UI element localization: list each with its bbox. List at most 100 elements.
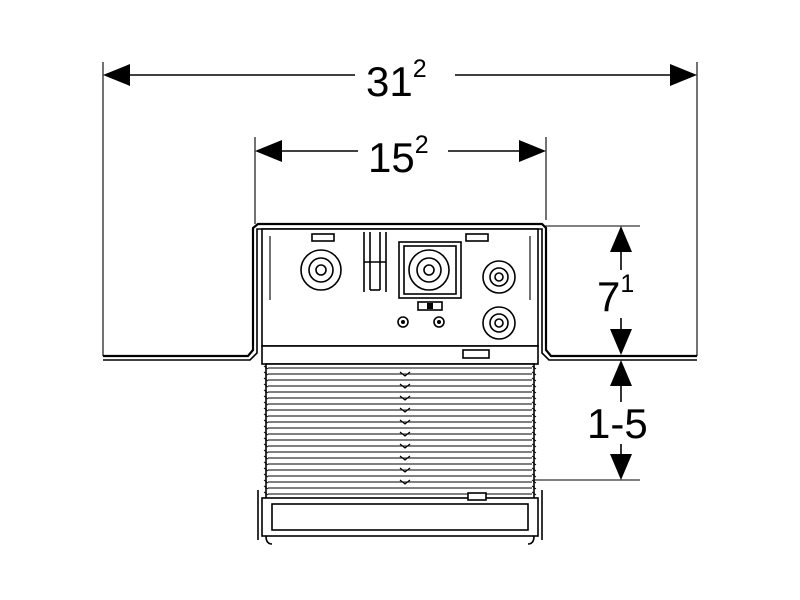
bottom-frame [257, 490, 543, 545]
arrowhead-left [103, 64, 130, 86]
box-body [261, 228, 539, 347]
bellows-tooth [399, 467, 411, 473]
arrowhead-right [519, 140, 546, 162]
bellows-tooth [399, 443, 411, 449]
bellows-edge-notch [531, 491, 537, 496]
bellows-edge-notch [263, 479, 269, 484]
dimension-adjust-range: 1-5 [530, 360, 648, 481]
knockout-small-lower-right [482, 306, 516, 340]
dimension-overall-width: 312 [102, 55, 698, 356]
bellows-edge-notch [263, 413, 269, 418]
bellows-edge-notch [531, 449, 537, 454]
bellows-edge-notch [531, 443, 537, 448]
dimension-superscript: 2 [413, 55, 427, 83]
bellows-edge-notch [263, 443, 269, 448]
flange-outer-profile [103, 222, 697, 358]
bellows-edge-notch [531, 395, 537, 400]
dimension-value: 15 [368, 134, 415, 181]
knockout-large-left [300, 249, 342, 291]
bellows-tooth [399, 419, 411, 425]
bellows-edge-notch [263, 407, 269, 412]
screw-hole-left [397, 316, 409, 328]
bellows-edge-notch [531, 389, 537, 394]
bellows-edge-notch [263, 491, 269, 496]
bellows-tooth [399, 455, 411, 461]
bellows-edge-notch [531, 431, 537, 436]
dimension-label-box-height: 71 [597, 270, 634, 320]
cable-separator [363, 232, 387, 292]
arrowhead-bottom [610, 454, 632, 480]
bellows-edge-notch [263, 467, 269, 472]
bellows-edge-notch [263, 473, 269, 478]
mounting-slot-right [465, 233, 489, 242]
arrowhead-top [610, 226, 632, 252]
bellows-edge-notch [263, 449, 269, 454]
bottom-frame-inner [271, 503, 529, 531]
adjustable-bellows [263, 363, 537, 505]
bellows-edge-notch [263, 437, 269, 442]
bellows-edge-notch [263, 401, 269, 406]
knockout-small-upper-right [482, 260, 516, 294]
bellows-edge-notch [531, 377, 537, 382]
dimension-superscript: 1 [620, 270, 634, 298]
bellows-edge-notch [531, 413, 537, 418]
arrowhead-right [670, 64, 697, 86]
ground-terminal [417, 301, 443, 311]
bellows-edge-notch [263, 455, 269, 460]
bellows-edge-notch [263, 395, 269, 400]
bellows-edge-notch [263, 371, 269, 376]
bellows-edge-notch [531, 407, 537, 412]
collar-rectangle [261, 345, 539, 365]
bellows-edge-notch [263, 425, 269, 430]
bellows-tooth [399, 395, 411, 401]
bottom-slot [467, 492, 487, 501]
bellows-edge-notch [531, 485, 537, 490]
bellows-edge-notch [263, 377, 269, 382]
bellows-edge-notch [263, 419, 269, 424]
dimension-label-overall-width: 312 [366, 55, 427, 105]
bellows-edge-notch [263, 383, 269, 388]
dimension-value: 31 [366, 58, 413, 105]
bellows-ribs [263, 365, 537, 502]
bellows-edge-notch [263, 461, 269, 466]
collar-slot [462, 349, 490, 359]
bellows-edge-notch [531, 383, 537, 388]
bellows-edge-notch [531, 437, 537, 442]
bellows-edge-notch [531, 473, 537, 478]
arrowhead-left [255, 140, 282, 162]
bellows-teeth [399, 371, 411, 485]
dimension-label-inner-width: 152 [368, 131, 429, 181]
bellows-edge-notch [263, 365, 269, 370]
dimension-inner-width: 152 [254, 131, 547, 224]
bellows-tooth [399, 407, 411, 413]
collar-band [261, 345, 539, 365]
bellows-tooth [399, 383, 411, 389]
mounting-slot-left [311, 233, 335, 242]
bellows-edge-notch [263, 389, 269, 394]
bellows-tooth [399, 431, 411, 437]
bellows-edge-notch [531, 401, 537, 406]
knockout-square-center [398, 241, 462, 299]
bellows-edge-notch [531, 467, 537, 472]
bellows-edge-notch [531, 371, 537, 376]
bellows-edge-notch [531, 461, 537, 466]
bellows-edge-notch [531, 425, 537, 430]
bellows-edge-notch [263, 431, 269, 436]
screw-hole-right [433, 316, 445, 328]
dimension-box-height: 71 [545, 225, 640, 355]
bellows-edge-notch [531, 365, 537, 370]
arrowhead-bottom [610, 329, 632, 355]
box-front-panel [261, 228, 539, 347]
bellows-edge-notch [531, 455, 537, 460]
bellows-tooth [399, 371, 411, 377]
bellows-tooth [399, 479, 411, 485]
bellows-edge-notch [531, 479, 537, 484]
dimension-label-adjust-range: 1-5 [587, 400, 648, 447]
arrowhead-top [610, 360, 632, 386]
foot-right [527, 535, 535, 545]
dimension-superscript: 2 [415, 131, 429, 159]
bellows-edge-notch [531, 419, 537, 424]
bellows-edge-notch [263, 485, 269, 490]
